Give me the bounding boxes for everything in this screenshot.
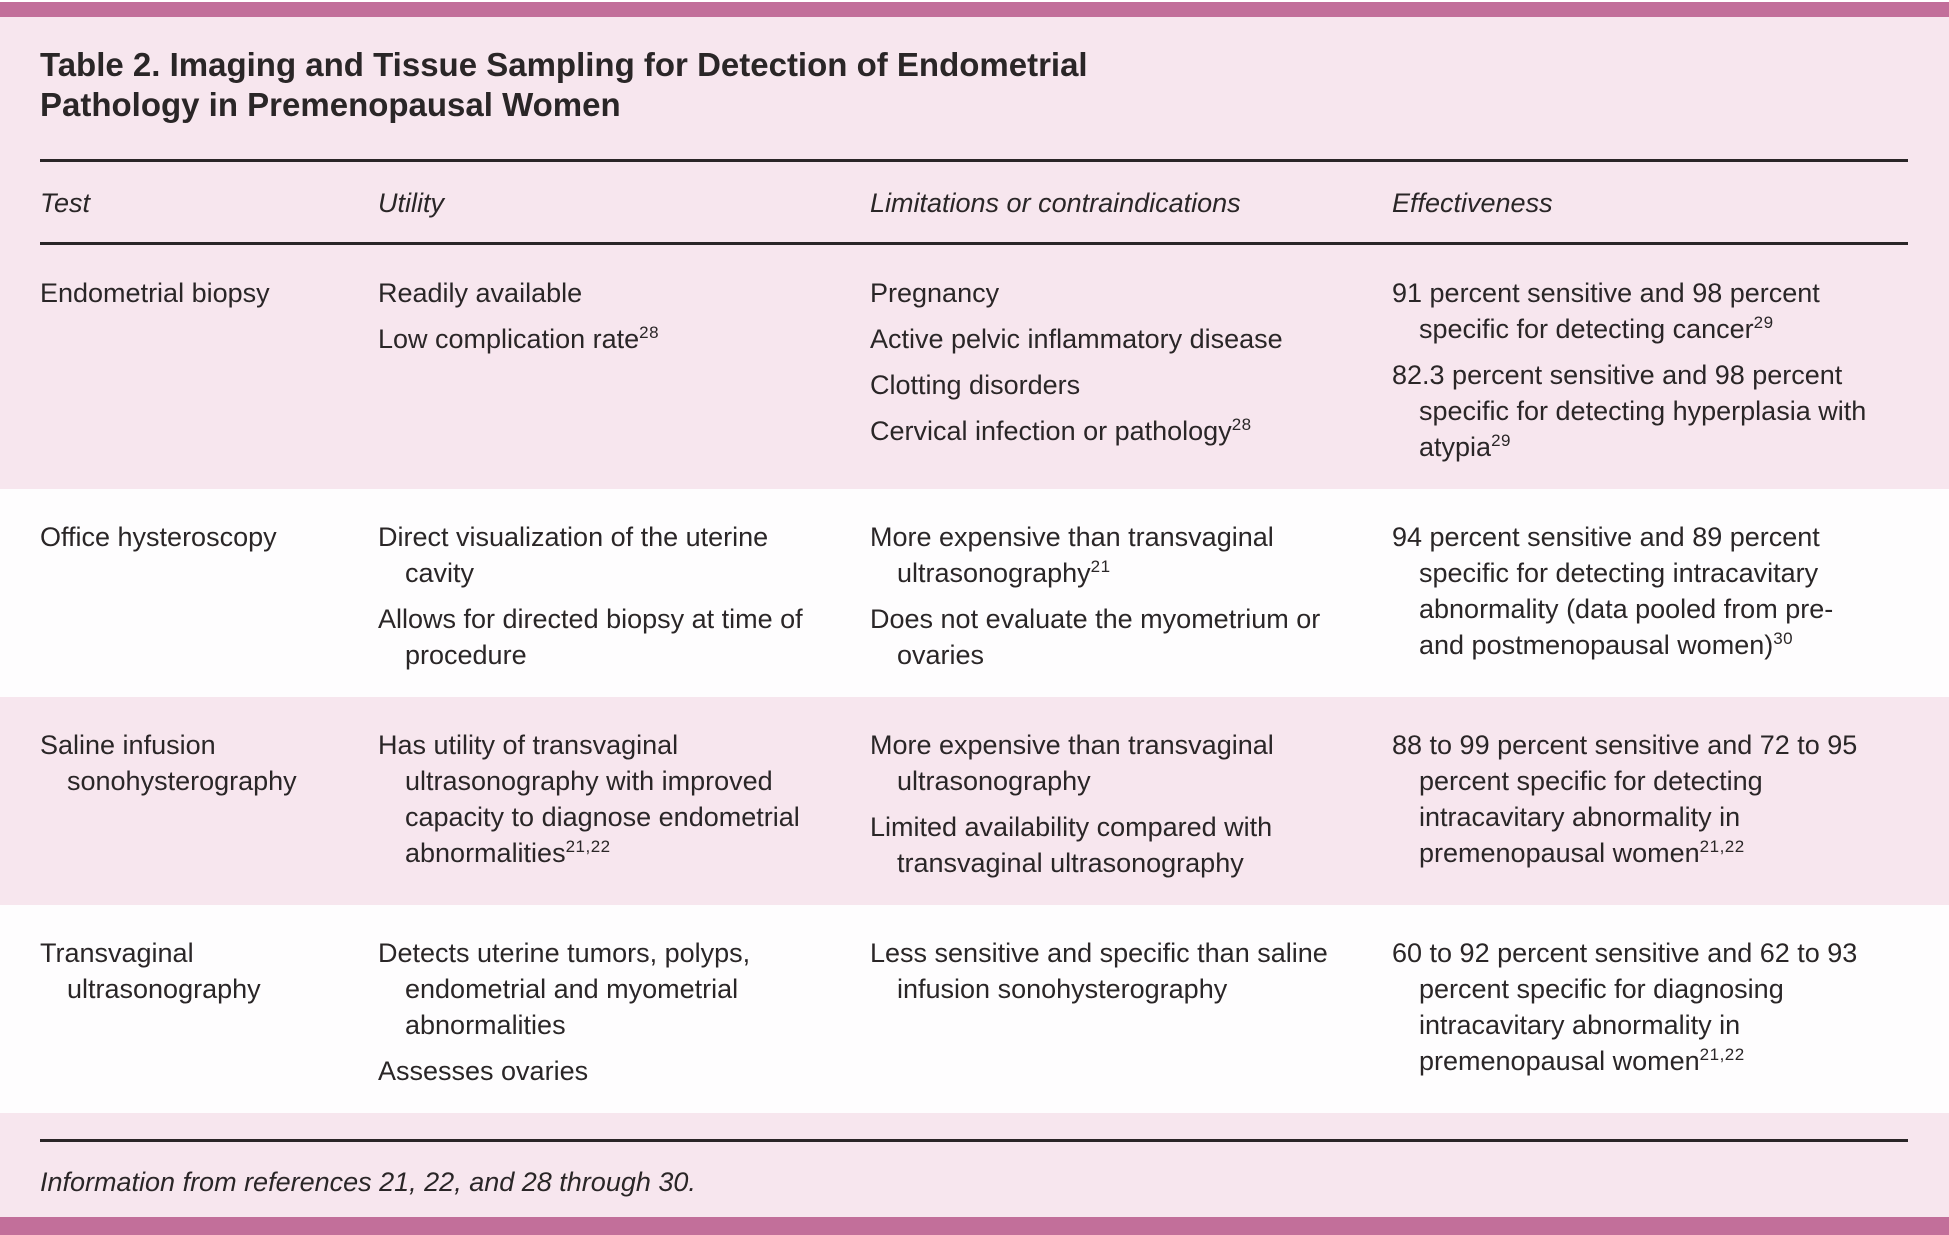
- footnote-rule: [40, 1139, 1908, 1142]
- cell-test: Endometrial biopsy: [40, 275, 378, 465]
- cell-test: Office hysteroscopy: [40, 519, 378, 673]
- table-title: Table 2. Imaging and Tissue Sampling for…: [40, 46, 1088, 123]
- table-header-row: Test Utility Limitations or contraindica…: [0, 162, 1949, 242]
- cell-text: 88 to 99 percent sensitive and 72 to 95 …: [1392, 730, 1858, 868]
- cell-text: Less sensitive and specific than saline …: [870, 938, 1328, 1004]
- cell-text: Assesses ovaries: [378, 1056, 589, 1086]
- cell-limitations: More expensive than transvaginal ultraso…: [870, 727, 1392, 881]
- cell-text: 60 to 92 percent sensitive and 62 to 93 …: [1392, 938, 1858, 1076]
- reference-superscript: 21,22: [1699, 837, 1745, 856]
- cell-text: More expensive than transvaginal ultraso…: [870, 522, 1274, 588]
- cell-effectiveness: 60 to 92 percent sensitive and 62 to 93 …: [1392, 935, 1909, 1089]
- cell-effectiveness: 88 to 99 percent sensitive and 72 to 95 …: [1392, 727, 1909, 881]
- reference-superscript: 28: [1231, 415, 1252, 434]
- cell-text: Allows for directed biopsy at time of pr…: [378, 604, 803, 670]
- cell-text: Pregnancy: [870, 278, 1000, 308]
- cell-limitations: Less sensitive and specific than saline …: [870, 935, 1392, 1089]
- reference-superscript: 21: [1090, 557, 1111, 576]
- cell-text: 91 percent sensitive and 98 percent spec…: [1392, 278, 1820, 344]
- reference-superscript: 21,22: [565, 837, 611, 856]
- cell-text: Active pelvic inflammatory disease: [870, 324, 1283, 354]
- cell-effectiveness: 94 percent sensitive and 89 percent spec…: [1392, 519, 1909, 673]
- cell-text: Clotting disorders: [870, 370, 1081, 400]
- reference-superscript: 21,22: [1699, 1045, 1745, 1064]
- cell-text: 82.3 percent sensitive and 98 percent sp…: [1392, 360, 1867, 462]
- cell-text: Office hysteroscopy: [40, 522, 277, 552]
- cell-text: Cervical infection or pathology28: [870, 415, 1252, 446]
- header-rule: [40, 242, 1908, 245]
- cell-text: Endometrial biopsy: [40, 278, 270, 308]
- top-white-strip: [0, 0, 1949, 2]
- cell-text: Low complication rate28: [378, 323, 660, 354]
- cell-text: Does not evaluate the myometrium or ovar…: [870, 604, 1321, 670]
- bottom-accent-bar: [0, 1217, 1949, 1235]
- cell-text: Transvaginal ultrasonography: [40, 938, 261, 1004]
- column-header-limitations: Limitations or contraindications: [870, 188, 1241, 218]
- cell-test: Saline infusion sonohysterography: [40, 727, 378, 881]
- table-row: Saline infusion sonohysterography Has uti…: [0, 697, 1949, 905]
- table-row: Office hysteroscopy Direct visualization …: [0, 489, 1949, 697]
- cell-text: 94 percent sensitive and 89 percent spec…: [1392, 522, 1834, 660]
- cell-text: More expensive than transvaginal ultraso…: [870, 730, 1274, 796]
- reference-superscript: 30: [1773, 629, 1794, 648]
- cell-utility: Has utility of transvaginal ultrasonogra…: [378, 727, 870, 881]
- cell-test: Transvaginal ultrasonography: [40, 935, 378, 1089]
- cell-text: Detects uterine tumors, polyps, endometr…: [378, 938, 751, 1040]
- footnote: Information from references 21, 22, and …: [40, 1167, 696, 1197]
- cell-text: Saline infusion sonohysterography: [40, 730, 297, 796]
- cell-effectiveness: 91 percent sensitive and 98 percent spec…: [1392, 275, 1909, 465]
- cell-utility: Detects uterine tumors, polyps, endometr…: [378, 935, 870, 1089]
- cell-limitations: More expensive than transvaginal ultraso…: [870, 519, 1392, 673]
- cell-text: Direct visualization of the uterine cavi…: [378, 522, 769, 588]
- cell-utility: Direct visualization of the uterine cavi…: [378, 519, 870, 673]
- cell-text: Has utility of transvaginal ultrasonogra…: [378, 730, 800, 868]
- cell-text: Limited availability compared with trans…: [870, 812, 1273, 878]
- table-row: Transvaginal ultrasonography Detects uter…: [0, 905, 1949, 1113]
- reference-superscript: 29: [1753, 313, 1774, 332]
- cell-text: Readily available: [378, 278, 583, 308]
- column-header-effectiveness: Effectiveness: [1392, 188, 1553, 218]
- column-header-test: Test: [40, 188, 91, 218]
- column-header-utility: Utility: [378, 188, 444, 218]
- top-accent-bar: [0, 2, 1949, 17]
- reference-superscript: 29: [1491, 431, 1511, 450]
- title-rule: [40, 159, 1908, 162]
- reference-superscript: 28: [639, 323, 660, 342]
